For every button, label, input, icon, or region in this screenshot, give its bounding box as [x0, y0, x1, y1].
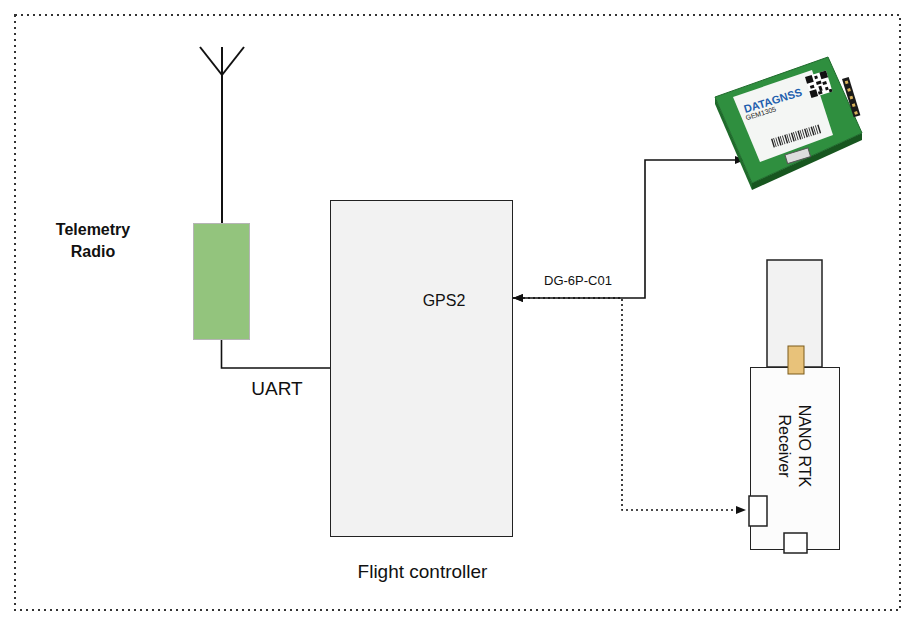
qr-cell — [809, 89, 818, 98]
port-name: GPS2 — [423, 291, 466, 310]
barcode-bar — [817, 124, 821, 133]
qr-cell — [829, 89, 833, 93]
qr-code — [805, 71, 832, 98]
controller-box: GPS2Flight controller — [330, 200, 513, 537]
board-face — [715, 57, 862, 183]
qr-cell — [814, 75, 818, 79]
system-frame — [15, 15, 900, 610]
qr-cell — [822, 81, 827, 85]
qr-cell — [810, 85, 815, 89]
connector — [513, 160, 745, 298]
qr-cell — [805, 75, 814, 84]
radio-box: Telemetry Radio — [193, 223, 250, 340]
side-port — [749, 496, 767, 526]
sticker — [733, 70, 833, 162]
antenna-arm — [200, 47, 222, 75]
connector-label: DG-6P-C01 — [544, 273, 612, 288]
header-pin — [845, 80, 849, 84]
barcode — [771, 124, 821, 147]
board-outline — [745, 55, 860, 185]
controller-title: Flight controller — [358, 561, 488, 584]
header-body — [842, 77, 860, 117]
header-pin — [852, 103, 856, 107]
qr-cell — [818, 86, 822, 92]
gnss-module: DATAGNSSGEM1305 — [745, 55, 860, 185]
pin-header — [842, 77, 860, 117]
antenna-arm — [222, 47, 244, 75]
connector — [513, 298, 746, 510]
antenna-connector — [788, 346, 804, 374]
socket-body — [785, 148, 811, 164]
header-pin — [847, 88, 851, 92]
qr-cell — [818, 91, 823, 95]
bottom-port — [784, 533, 807, 553]
header-pin — [849, 96, 853, 100]
header-pin — [854, 111, 858, 115]
cable-socket — [785, 148, 811, 164]
qr-cell — [819, 71, 828, 80]
receiver-box: NANO RTK Receiver — [750, 367, 840, 550]
radio-title: Telemetry Radio — [43, 219, 143, 263]
connector-label: UART — [251, 378, 302, 400]
receiver-title: NANO RTK Receiver — [774, 404, 814, 489]
qr-cell — [825, 87, 829, 91]
connector — [222, 340, 331, 368]
qr-cell — [816, 81, 822, 85]
qr-ground — [805, 71, 832, 98]
